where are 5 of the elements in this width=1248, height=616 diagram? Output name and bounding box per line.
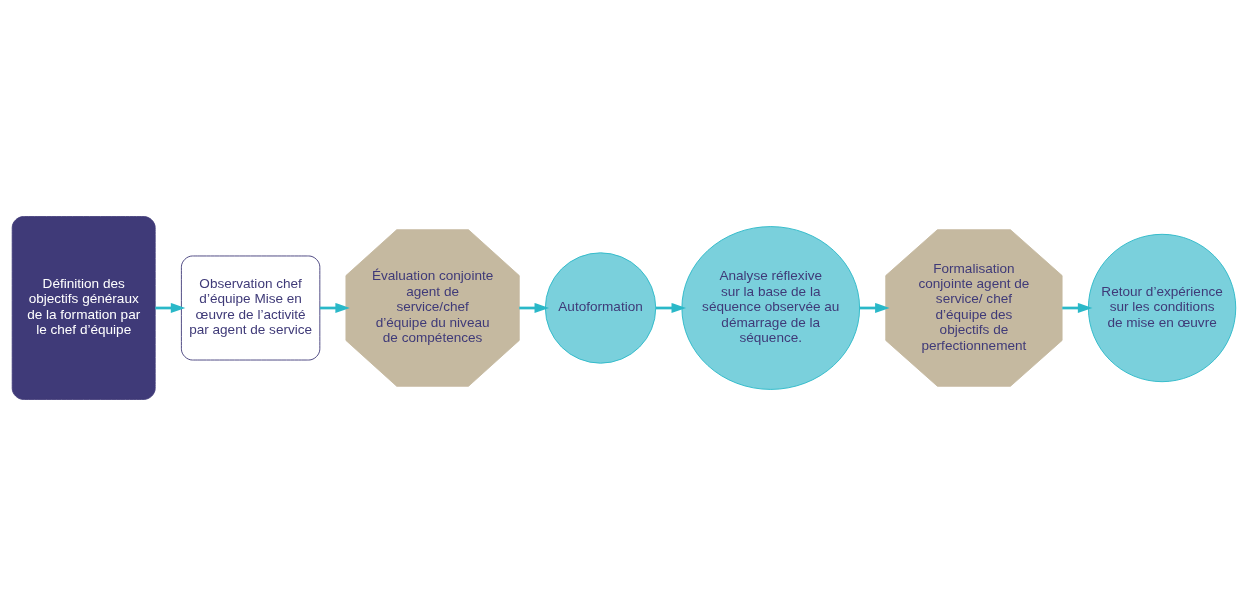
node-box: Définition des objectifs généraux de la formation par le chef d’équipe (11, 216, 156, 400)
node-box: Observation chef d’équipe Mise en œuvre de l’activité par agent de service (180, 255, 321, 361)
node-circle: Retour d’expérience sur les conditions de mise en œuvre (1087, 233, 1237, 383)
node-circle: Autoformation (544, 252, 657, 364)
node-circle: Analyse réflexive sur la base de la séquence observée au démarrage de la séquence. (681, 226, 861, 390)
